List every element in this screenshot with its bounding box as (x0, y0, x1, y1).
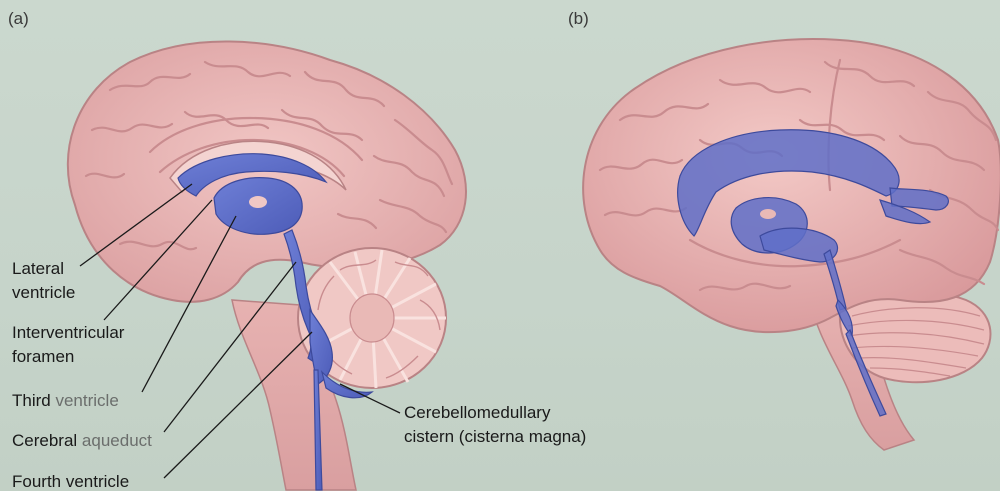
label-aqueduct-part1: Cerebral (12, 431, 82, 450)
label-cerebral-aqueduct: Cerebral aqueduct (12, 431, 152, 450)
label-lateral-line1: Lateral (12, 259, 64, 278)
label-interventricular-line2: foramen (12, 347, 74, 366)
label-lateral-line2: ventricle (12, 283, 75, 302)
label-third-part1: Third (12, 391, 55, 410)
label-fourth-ventricle: Fourth ventricle (12, 472, 129, 491)
massa-intermedia-3d (760, 209, 776, 219)
cerebrum-lateral (583, 39, 1000, 332)
label-third-part2: ventricle (55, 391, 118, 410)
label-interventricular-line1: Interventricular (12, 323, 125, 342)
lateral-brain (583, 39, 1000, 450)
label-cistern-line1: Cerebellomedullary (404, 403, 551, 422)
label-third-ventricle: Third ventricle (12, 391, 119, 410)
label-aqueduct-part2: aqueduct (82, 431, 152, 450)
panel-b-label: (b) (568, 9, 589, 28)
sagittal-brain (68, 41, 466, 490)
panel-a-label: (a) (8, 9, 29, 28)
label-cistern-line2: cistern (cisterna magna) (404, 427, 586, 446)
massa-intermedia (249, 196, 267, 208)
